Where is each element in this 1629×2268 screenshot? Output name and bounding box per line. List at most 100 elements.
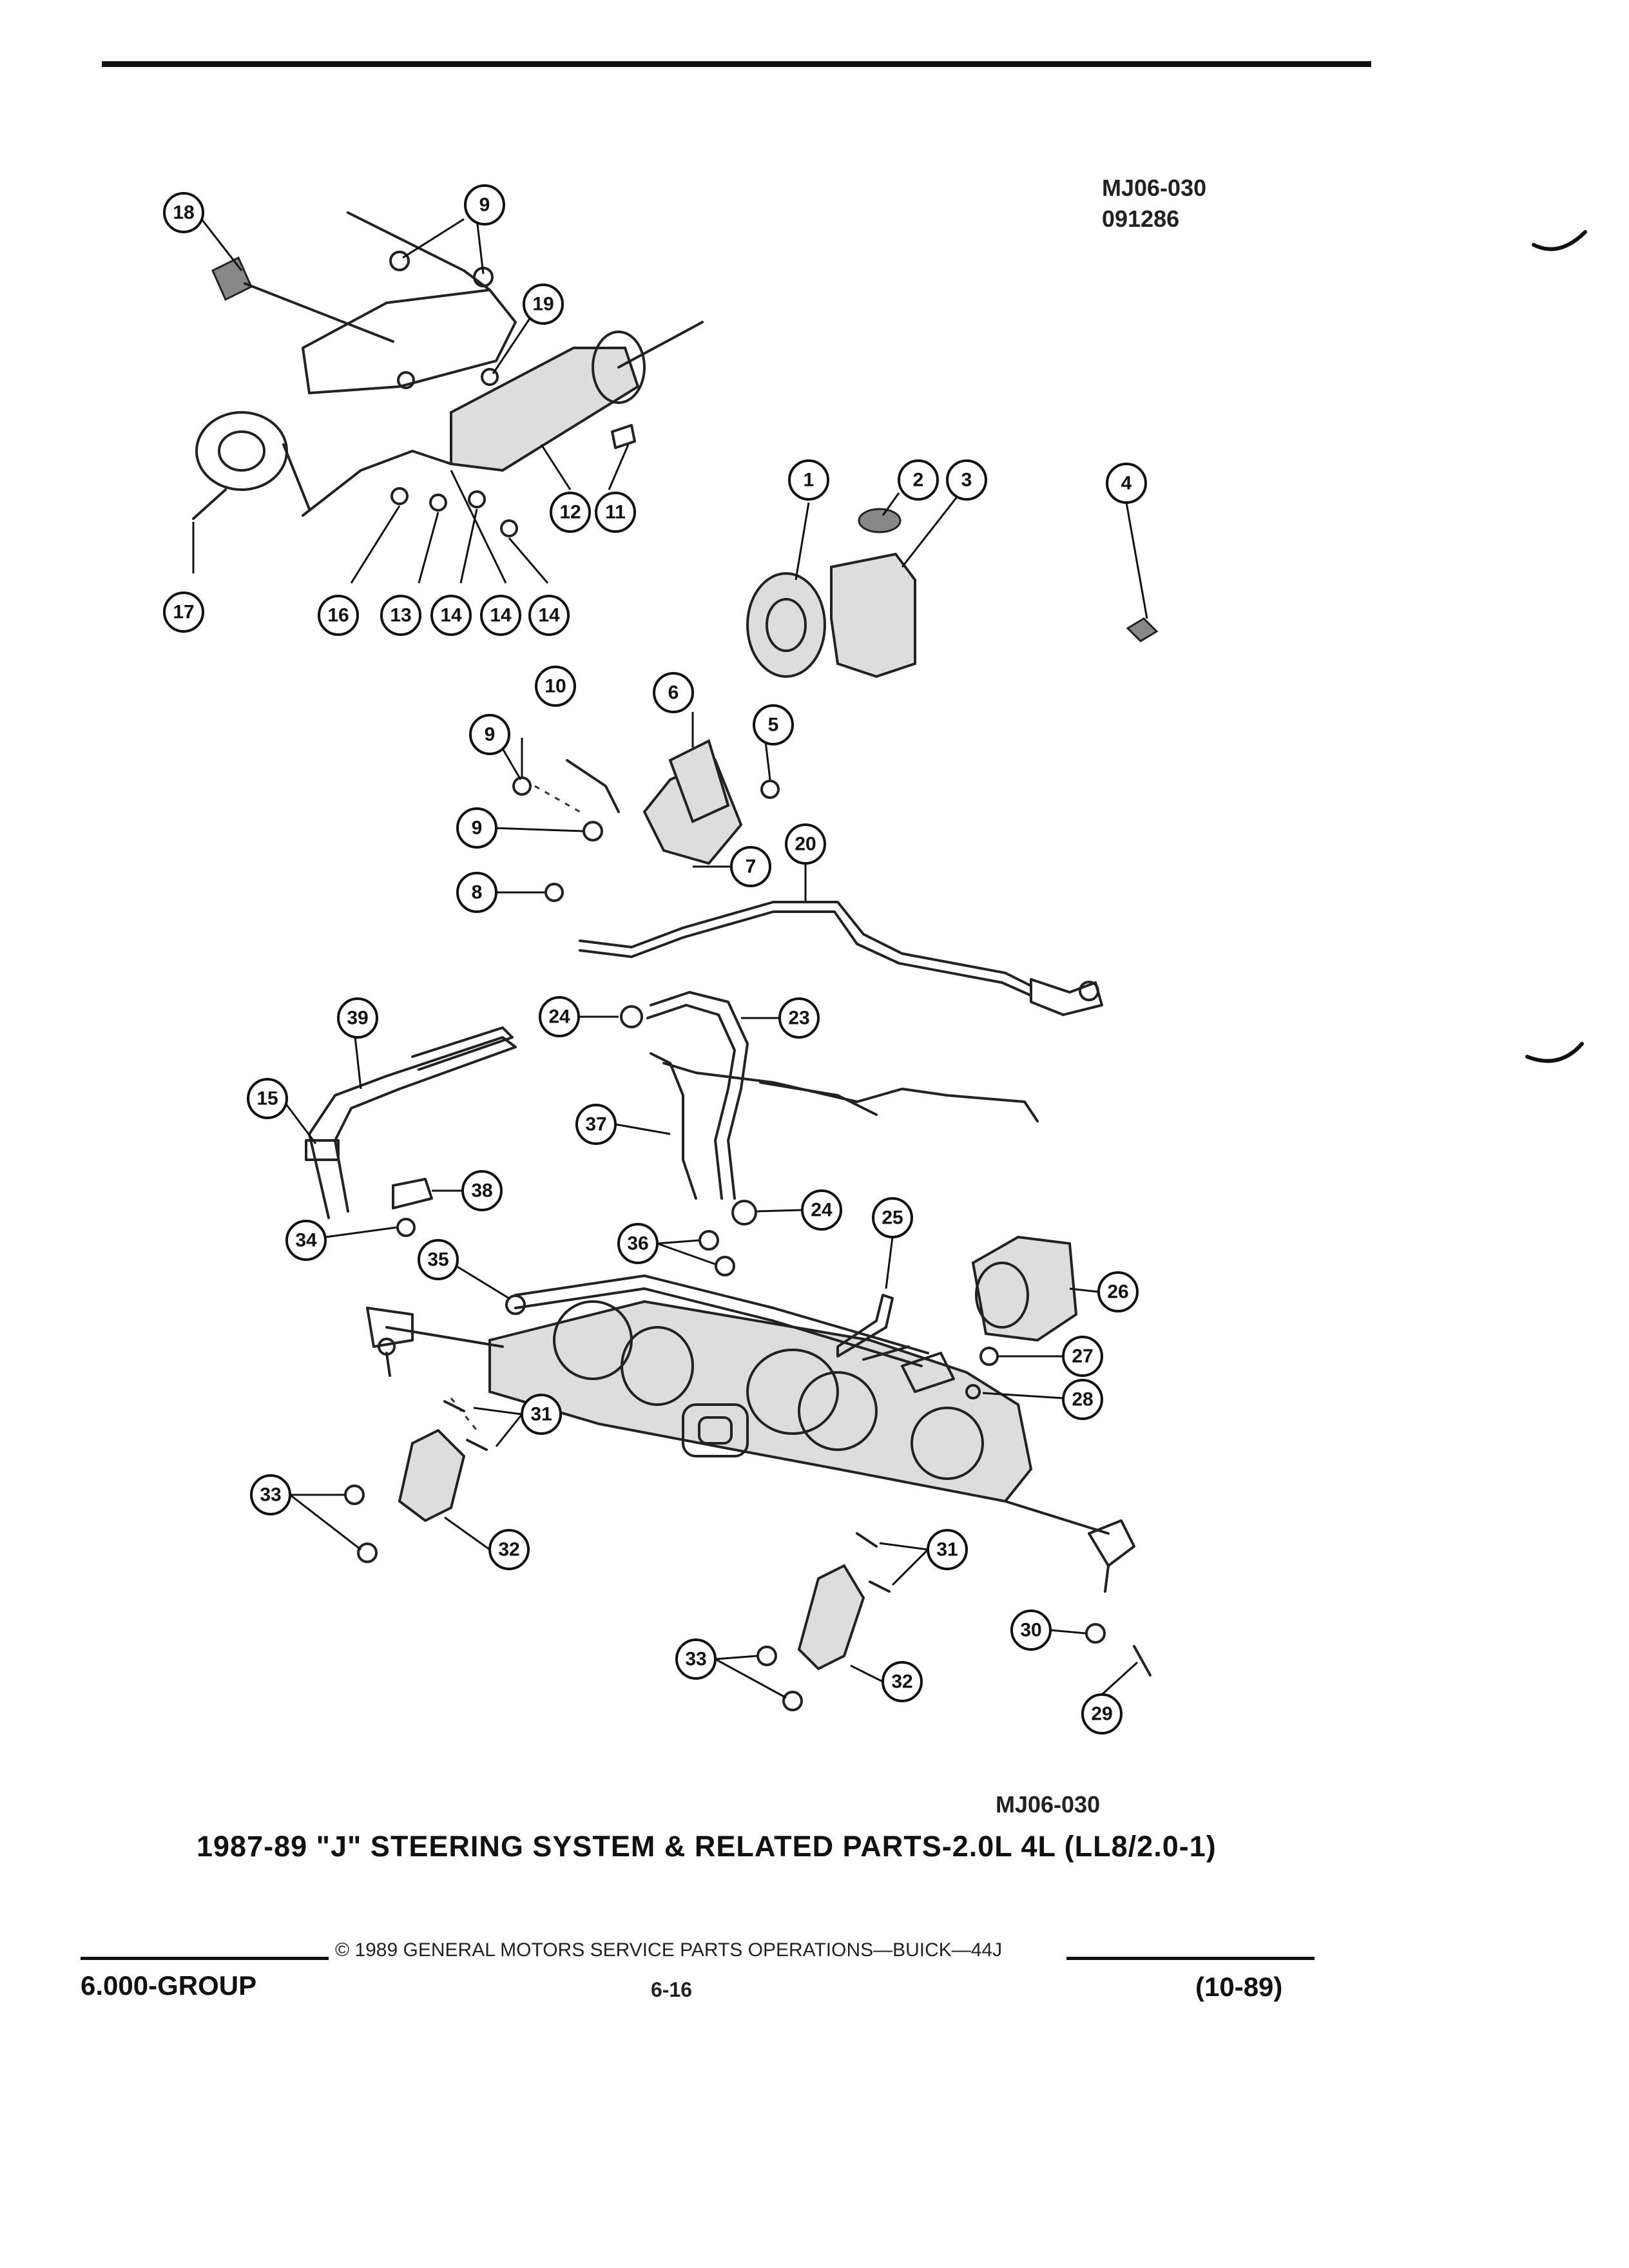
- callout-11: 10: [535, 666, 576, 707]
- drawing-reference: MJ06-030 091286: [1102, 173, 1206, 235]
- reservoir-cap: [858, 508, 901, 533]
- footer-rule-left: [81, 1957, 329, 1960]
- shift-lever: [211, 256, 253, 302]
- callout-text: 39: [347, 1008, 368, 1029]
- callout-20: 18: [163, 192, 204, 233]
- callout-1: 1: [788, 459, 829, 501]
- left-clamp-group: [289, 1398, 523, 1563]
- rack-housing: [488, 1300, 1033, 1503]
- binding-mark: [1532, 230, 1587, 251]
- callout-4: 4: [1106, 463, 1147, 504]
- steering-system-diagram: 18 9 19 12 11 17 16 13 14 14 14 1 2 3 4 …: [163, 184, 1587, 1735]
- callout-24: 24: [801, 1189, 842, 1231]
- callout-14: 13: [380, 595, 421, 636]
- callout-text: 18: [173, 202, 194, 224]
- caption-drawing-code: MJ06-030: [996, 1791, 1101, 1818]
- callout-10: 9: [469, 714, 510, 755]
- callout-12: 11: [595, 492, 636, 533]
- footer-date-code: (10-89): [1195, 1972, 1283, 2002]
- callout-text: 31: [530, 1404, 552, 1425]
- callout-text: 14: [538, 605, 560, 626]
- power-steering-pump-group: [746, 492, 1159, 678]
- callout-text: 9: [479, 195, 490, 216]
- callout-text: 3: [961, 470, 972, 491]
- callout-text: 6: [668, 682, 679, 704]
- callout-31: 31: [927, 1529, 968, 1570]
- callout-text: 2: [913, 470, 924, 491]
- drawing-date: 091286: [1102, 206, 1180, 232]
- callout-labels: 18 9 19 12 11 17 16 13 14 14 14 1 2 3 4 …: [163, 184, 1147, 1735]
- mounting-clamp-right: [797, 1564, 865, 1671]
- callout-6: 6: [653, 672, 694, 713]
- callout-text: 9: [472, 818, 483, 839]
- pump-bracket-group: [492, 712, 780, 902]
- callout-text: 11: [605, 502, 626, 523]
- callout-36: 36: [617, 1223, 659, 1264]
- callout-39: 39: [337, 997, 378, 1039]
- callout-text: 24: [811, 1200, 833, 1221]
- callout-24: 24: [539, 996, 580, 1037]
- callout-30: 30: [1010, 1610, 1052, 1651]
- callout-33: 33: [250, 1474, 291, 1515]
- callout-15: 14: [480, 595, 521, 636]
- callout-32: 32: [488, 1529, 530, 1570]
- callout-text: 24: [548, 1006, 570, 1028]
- tie-rod-end-right: [1088, 1519, 1135, 1567]
- cooler-pipe-group: [285, 1026, 517, 1238]
- callout-34: 34: [285, 1220, 327, 1261]
- callout-text: 4: [1121, 473, 1132, 494]
- hose-group: [579, 863, 1103, 1276]
- callout-31: 31: [521, 1394, 562, 1435]
- callout-text: 33: [685, 1649, 706, 1670]
- callout-19: 17: [163, 591, 204, 633]
- callout-text: 19: [532, 294, 554, 315]
- return-hose: [650, 991, 749, 1200]
- footer-group-number: 6.000-GROUP: [81, 1970, 257, 2001]
- callout-text: 14: [440, 605, 462, 626]
- figure-caption: 1987-89 "J" STEERING SYSTEM & RELATED PA…: [197, 1830, 1217, 1863]
- callout-9: 9: [464, 184, 505, 226]
- callout-16: 14: [430, 595, 472, 636]
- wire-strap: [836, 1294, 894, 1358]
- callout-5: 5: [753, 704, 794, 745]
- right-clamp-group: [715, 1532, 929, 1711]
- callout-33: 33: [675, 1639, 717, 1680]
- callout-26: 26: [1097, 1271, 1139, 1312]
- callout-8: 8: [456, 872, 497, 913]
- steering-column-group: [192, 211, 704, 584]
- callout-37: 37: [575, 1104, 617, 1145]
- pump-reservoir: [830, 552, 916, 678]
- callout-text: 32: [891, 1671, 912, 1693]
- callout-28: 28: [1062, 1379, 1103, 1420]
- callout-text: 8: [472, 882, 483, 903]
- footer-copyright: © 1989 GENERAL MOTORS SERVICE PARTS OPER…: [335, 1939, 1003, 1961]
- callout-text: 15: [256, 1088, 278, 1110]
- pump-pulley: [746, 572, 826, 678]
- pressure-hose: [579, 901, 1032, 987]
- callout-text: 25: [882, 1207, 903, 1229]
- callout-text: 35: [427, 1249, 448, 1271]
- callout-text: 34: [295, 1230, 317, 1251]
- tie-rod-fastener-group: [1050, 1623, 1152, 1696]
- callout-text: 16: [327, 605, 349, 626]
- callout-text: 27: [1072, 1346, 1093, 1367]
- callout-text: 33: [260, 1485, 281, 1506]
- callout-text: 31: [936, 1539, 958, 1561]
- callout-text: 12: [559, 502, 581, 523]
- callout-18: 16: [318, 595, 359, 636]
- drawing-code: MJ06-030: [1102, 175, 1207, 201]
- callout-text: 10: [545, 676, 566, 697]
- top-rule: [102, 61, 1371, 67]
- callout-17: 15: [247, 1078, 288, 1119]
- cooler-pipe: [308, 1036, 517, 1219]
- mounting-bracket: [302, 289, 517, 394]
- callout-38: 38: [461, 1170, 503, 1211]
- callout-25: 25: [872, 1197, 913, 1238]
- callout-text: 9: [485, 724, 496, 745]
- callout-text: 37: [585, 1114, 606, 1135]
- footer-rule-right: [1066, 1957, 1315, 1960]
- callout-2: 2: [898, 459, 939, 501]
- pump-brace: [668, 739, 730, 823]
- callout-text: 30: [1020, 1620, 1041, 1641]
- callout-9: 9: [456, 807, 497, 849]
